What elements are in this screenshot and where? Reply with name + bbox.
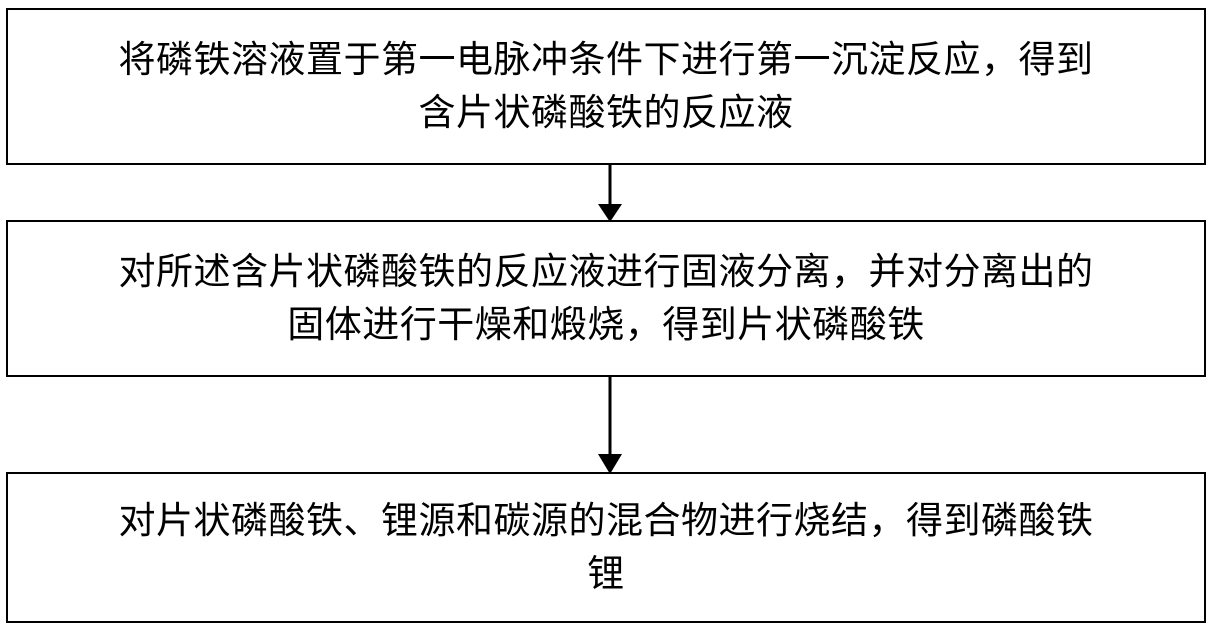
- connector-arrow-step-1-to-step-2: [0, 163, 1216, 222]
- process-box-step-3: 对片状磷酸铁、锂源和碳源的混合物进行烧结，得到磷酸铁 锂: [6, 472, 1206, 623]
- process-box-step-1-line-2: 含片状磷酸铁的反应液: [418, 90, 794, 134]
- connector-arrow-step-2-to-step-3: [0, 375, 1216, 474]
- process-box-step-1: 将磷铁溶液置于第一电脉冲条件下进行第一沉淀反应，得到 含片状磷酸铁的反应液: [6, 8, 1206, 165]
- process-box-step-3-line-2: 锂: [587, 551, 625, 595]
- process-box-step-2-line-2: 固体进行干燥和煅烧，得到片状磷酸铁: [287, 302, 925, 346]
- process-box-step-2-line-1: 对所述含片状磷酸铁的反应液进行固液分离，并对分离出的: [118, 249, 1094, 293]
- process-box-step-3-line-1: 对片状磷酸铁、锂源和碳源的混合物进行烧结，得到磷酸铁: [118, 498, 1094, 542]
- process-box-step-2: 对所述含片状磷酸铁的反应液进行固液分离，并对分离出的 固体进行干燥和煅烧，得到片…: [6, 220, 1206, 377]
- process-box-step-1-line-1: 将磷铁溶液置于第一电脉冲条件下进行第一沉淀反应，得到: [118, 37, 1094, 81]
